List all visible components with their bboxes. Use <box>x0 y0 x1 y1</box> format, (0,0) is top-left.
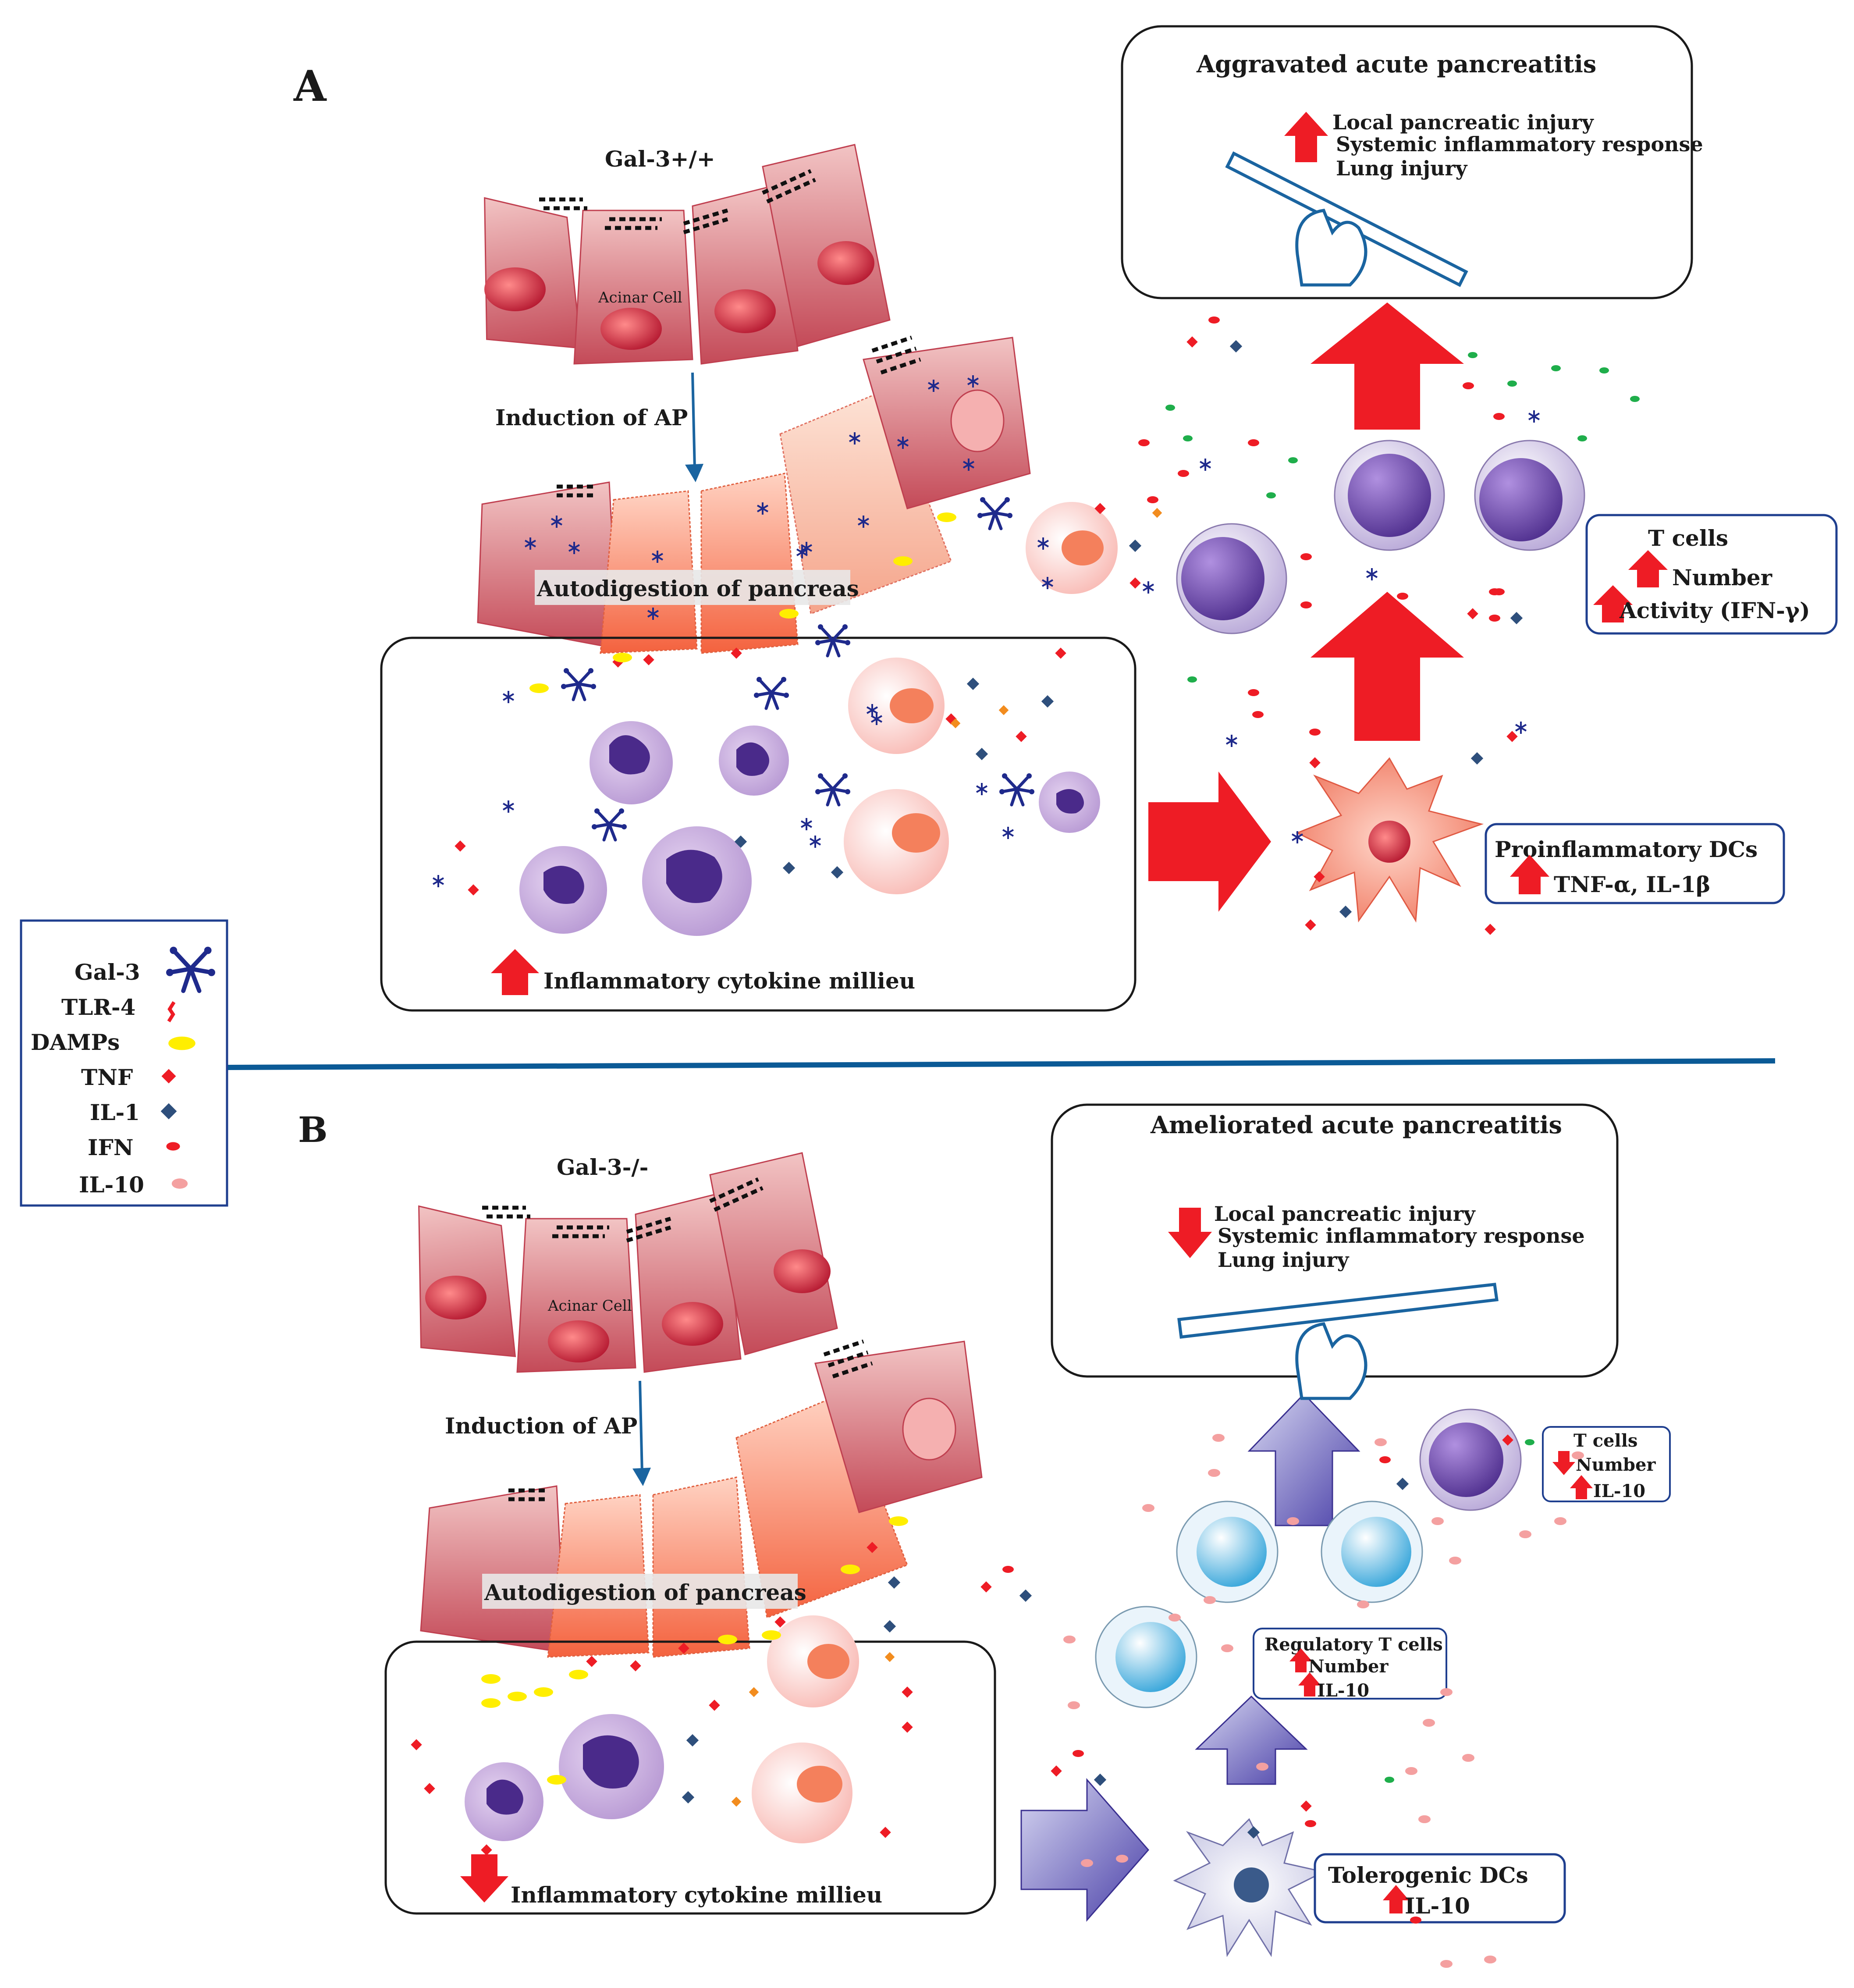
dc-box-a <box>1485 823 1785 904</box>
outcome-item-1-a: Local pancreatic injury <box>1332 110 1594 134</box>
immune-cells-a <box>432 497 1118 936</box>
legend-label-gal3: Gal-3 <box>75 959 140 985</box>
tcells-number-a: Number <box>1672 565 1772 590</box>
outcome-title-a: Aggravated acute pancreatitis <box>1196 50 1596 78</box>
tcells-il10-b: IL-10 <box>1593 1481 1645 1501</box>
damp-ellipse-icon <box>168 1036 195 1050</box>
acinar-label-b: Acinar Cell <box>547 1297 632 1315</box>
outcome-item-2-a: Systemic inflammatory response <box>1336 132 1703 156</box>
induction-label-a: Induction of AP <box>495 405 688 430</box>
ifn-dot-icon <box>166 1142 180 1151</box>
panel-a-letter: A <box>293 61 327 111</box>
blue-arrow-to-dc-b <box>1020 1778 1149 1922</box>
tolerogenic-dc <box>1173 1818 1326 1957</box>
tcells-box-a <box>1585 514 1838 635</box>
tcells-activity-a: Activity (IFN-γ) <box>1619 597 1810 623</box>
up-arrow-tcells-number-a <box>1628 550 1668 587</box>
legend-label-damps: DAMPs <box>31 1029 120 1055</box>
induction-arrow-a <box>691 372 696 469</box>
milieu-box-a <box>380 637 1137 1012</box>
t-cell-b <box>1419 1408 1522 1511</box>
acinar-cells-damaged-a <box>477 335 1031 654</box>
treg-number: Number <box>1308 1656 1389 1677</box>
outcome-item-2-b: Systemic inflammatory response <box>1218 1224 1585 1248</box>
dc-il10-b: IL-10 <box>1405 1893 1470 1919</box>
down-arrow-tcells-number-b <box>1552 1451 1575 1475</box>
panel-divider <box>227 1058 1776 1070</box>
milieu-label-b: Inflammatory cytokine millieu <box>511 1882 882 1908</box>
legend-label-il10: IL-10 <box>79 1172 144 1198</box>
seesaw-balanced-icon <box>1177 1283 1499 1400</box>
outcome-item-3-a: Lung injury <box>1336 156 1468 180</box>
panel-b: B Gal-3-/- Acinar Cell Induction of AP <box>298 1103 1671 1968</box>
acinar-label-a: Acinar Cell <box>598 289 682 306</box>
red-arrow-to-dc-a <box>1148 772 1271 912</box>
down-arrow-outcome-b <box>1168 1208 1212 1258</box>
dc-cytokines-a: TNF-α, IL-1β <box>1554 871 1711 897</box>
acinar-cells-healthy-a <box>484 144 891 365</box>
up-arrow-milieu-a <box>491 949 539 995</box>
induction-label-b: Induction of AP <box>445 1413 637 1439</box>
down-arrow-milieu-b <box>460 1854 508 1903</box>
red-arrow-dc-to-tcell <box>1311 592 1464 741</box>
acinar-cells-healthy-b <box>418 1152 838 1373</box>
red-arrow-tcell-to-outcome <box>1311 302 1464 430</box>
treg-box <box>1253 1628 1447 1700</box>
tcells-number-b: Number <box>1576 1455 1656 1475</box>
legend-label-il1: IL-1 <box>90 1099 140 1125</box>
seesaw-tilted-icon <box>1225 151 1468 287</box>
t-cells-a <box>1176 440 1585 634</box>
dc-title-b: Tolerogenic DCs <box>1328 1862 1528 1888</box>
up-arrow-treg-number <box>1289 1648 1312 1672</box>
up-arrow-dc-b <box>1383 1885 1409 1913</box>
up-arrow-tcells-il10-b <box>1570 1475 1593 1499</box>
il10-dot-icon <box>171 1178 188 1189</box>
up-arrow-tcells-activity-a <box>1593 585 1633 622</box>
panel-b-genotype: Gal-3-/- <box>557 1154 648 1180</box>
blue-arrow-dc-to-treg <box>1195 1695 1308 1785</box>
legend-label-ifn: IFN <box>88 1134 134 1160</box>
treg-cells <box>1095 1501 1423 1708</box>
legend-label-tnf: TNF <box>81 1064 133 1090</box>
up-arrow-dc-a <box>1510 855 1549 894</box>
induction-arrow-b <box>639 1380 643 1473</box>
tcells-title-a: T cells <box>1648 525 1728 551</box>
dc-box-b <box>1314 1853 1566 1924</box>
legend-label-tlr4: TLR-4 <box>61 994 135 1020</box>
autodigestion-label-a: Autodigestion of pancreas <box>536 576 859 601</box>
dc-title-a: Proinflammatory DCs <box>1495 836 1758 862</box>
treg-il10: IL-10 <box>1317 1680 1369 1701</box>
milieu-box-b <box>384 1640 996 1915</box>
panel-b-letter: B <box>298 1109 328 1150</box>
blue-arrow-treg-to-outcome <box>1247 1393 1360 1526</box>
panel-a-genotype: Gal-3+/+ <box>605 146 715 172</box>
autodigestion-label-b: Autodigestion of pancreas <box>484 1579 806 1605</box>
immune-cells-b <box>411 1516 913 1856</box>
legend: Gal-3 TLR-4 DAMPs TNF IL-1 IFN IL-10 <box>20 919 228 1207</box>
acinar-cells-damaged-b <box>420 1339 983 1658</box>
treg-title: Regulatory T cells <box>1264 1634 1443 1655</box>
outcome-title-b: Ameliorated acute pancreatitis <box>1150 1111 1562 1139</box>
outcome-item-3-b: Lung injury <box>1218 1248 1350 1272</box>
outcome-item-1-b: Local pancreatic injury <box>1214 1202 1476 1226</box>
outcome-box-a <box>1121 25 1693 299</box>
milieu-label-a: Inflammatory cytokine millieu <box>543 968 915 994</box>
up-arrow-treg-il10 <box>1298 1672 1321 1696</box>
tcells-title-b: T cells <box>1573 1430 1637 1451</box>
tcells-box-b <box>1542 1426 1671 1502</box>
up-arrow-outcome-a <box>1284 112 1328 162</box>
panel-a: A Gal-3+/+ Acinar Cell Induction of AP <box>293 25 1838 1012</box>
proinflammatory-dc <box>1296 757 1484 923</box>
